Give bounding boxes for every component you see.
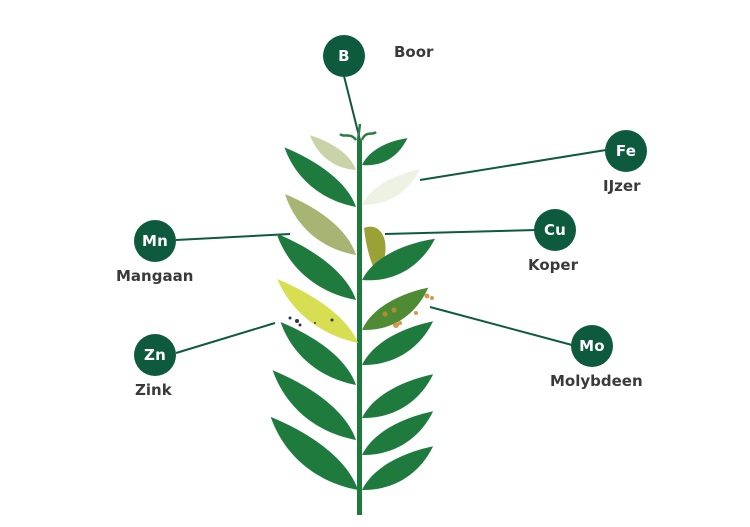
connector-manganese [175, 233, 291, 241]
leaf-healthy [273, 147, 367, 210]
nutrient-node-molybdenum: Mo [571, 325, 613, 367]
connector-iron [419, 149, 607, 181]
plant-stem [357, 140, 362, 515]
nutrient-label-copper: Koper [528, 256, 578, 274]
molybdenum-spots [382, 293, 434, 328]
nutrient-label-zinc: Zink [135, 381, 172, 399]
nutrient-label-boron: Boor [394, 43, 434, 61]
left-leaves [256, 135, 371, 494]
connector-molybdenum [429, 306, 573, 346]
connector-copper [384, 229, 537, 235]
connector-boron [343, 75, 361, 141]
nutrient-label-molybdenum: Molybdeen [550, 372, 643, 390]
leaf-healthy [256, 416, 371, 494]
leaf-zinc [265, 278, 369, 346]
nutrient-node-boron: B [323, 35, 365, 77]
nutrient-node-zinc: Zn [134, 334, 176, 376]
zinc-spots [288, 316, 334, 327]
leaf-healthy [263, 233, 368, 304]
nutrient-label-iron: IJzer [603, 177, 641, 195]
nutrient-node-iron: Fe [605, 130, 647, 172]
nutrient-node-manganese: Mn [134, 220, 176, 262]
nutrient-node-copper: Cu [534, 209, 576, 251]
plant-bud [339, 123, 377, 141]
connector-lines [175, 75, 607, 354]
right-leaves [355, 137, 441, 494]
leaf-iron [356, 169, 426, 208]
connector-zinc [175, 322, 276, 354]
leaf-healthy [358, 137, 412, 168]
nutrient-label-manganese: Mangaan [116, 267, 194, 285]
